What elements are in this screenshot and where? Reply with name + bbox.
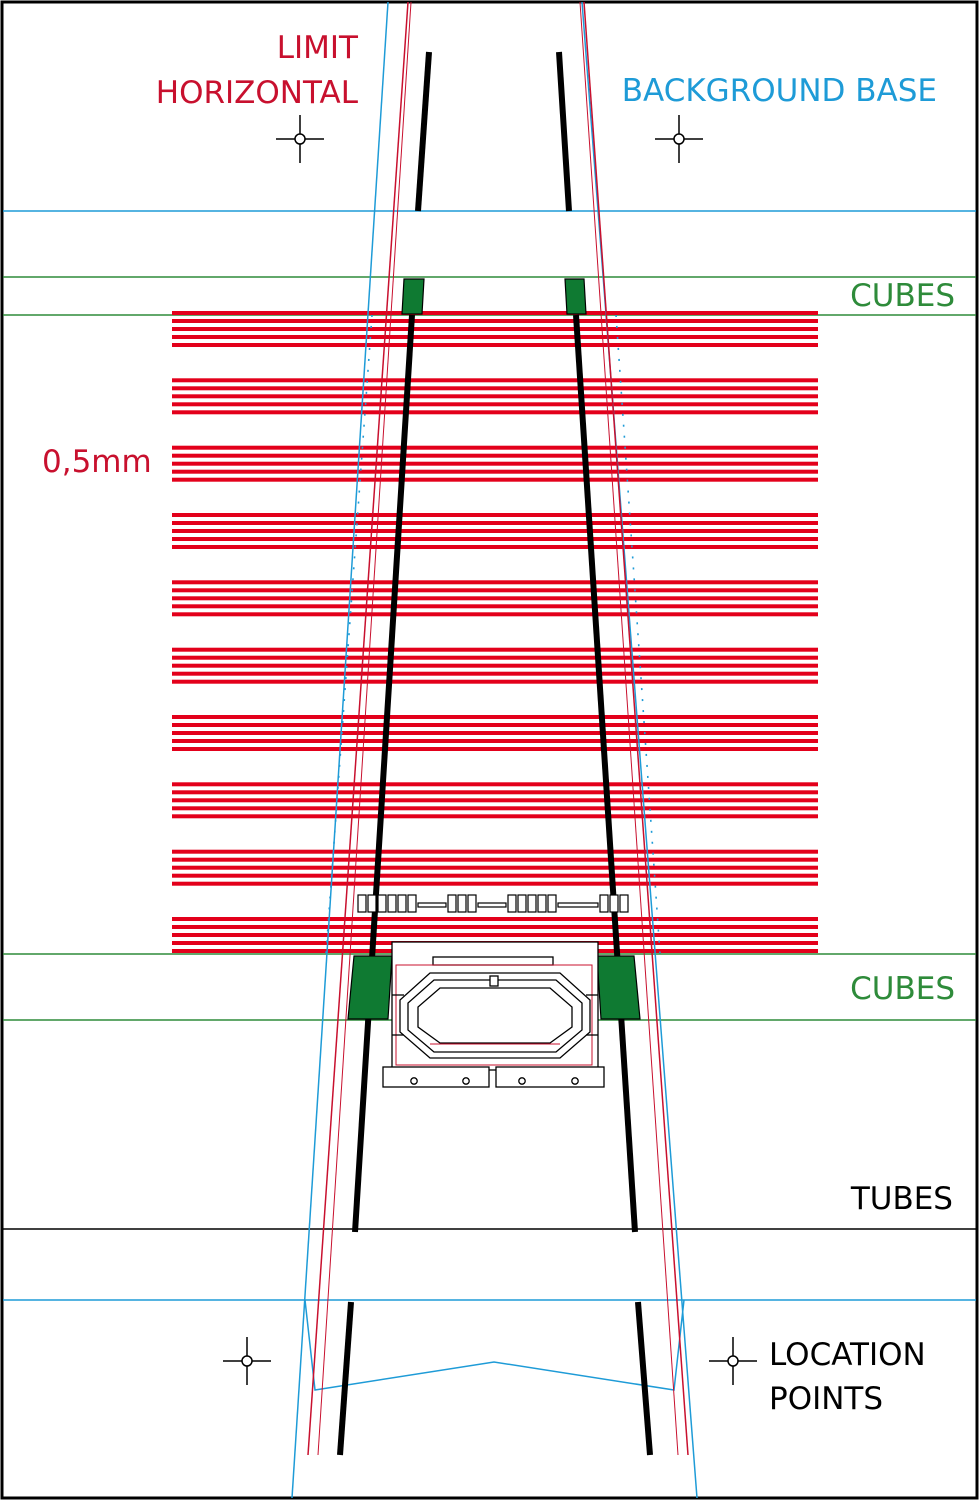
sleeper-stripe <box>172 663 818 668</box>
base-outline-left <box>291 1 389 1499</box>
bogie-assembly <box>382 941 605 1088</box>
sleeper-stripe <box>172 655 818 660</box>
sleeper-stripe <box>172 782 818 787</box>
sleeper-stripe <box>172 410 818 415</box>
label-cubes-bottom: CUBES <box>850 971 955 1007</box>
base-dotted-left <box>325 314 373 955</box>
sleeper-stripe <box>172 925 818 929</box>
label-dimension: 0,5mm <box>42 444 152 480</box>
sleeper-stripe <box>172 865 818 870</box>
label-cubes-top: CUBES <box>850 278 955 314</box>
cube-top-left <box>401 278 425 315</box>
sleeper-stripe <box>172 596 818 601</box>
rail-right-lower <box>635 1301 653 1456</box>
rail-left-lower <box>337 1301 354 1456</box>
location-crosshair-icon <box>276 115 324 163</box>
coupler-strip <box>357 894 629 913</box>
sleeper-stripe <box>172 327 818 331</box>
limit-line-left-inner <box>317 1 412 1456</box>
sleeper-stripe <box>172 671 818 676</box>
sleeper-stripe <box>172 386 818 391</box>
sleeper-stripe <box>172 394 818 399</box>
location-crosshair-icon <box>655 115 703 163</box>
label-limit-line2: HORIZONTAL <box>156 75 359 111</box>
sleeper-stripe <box>172 873 818 878</box>
location-marks <box>223 115 757 1385</box>
sleeper-stripe <box>172 378 818 383</box>
sleeper-stripe <box>172 588 818 593</box>
sleeper-stripe <box>172 814 818 819</box>
sleeper-stripe <box>172 461 818 466</box>
sleeper-stripe <box>172 453 818 458</box>
sleeper-stripe <box>172 731 818 735</box>
rail-left-upper <box>415 51 432 212</box>
sleeper-stripe <box>172 647 818 652</box>
cube-bottom-right <box>596 955 641 1020</box>
base-dotted-right <box>615 314 661 955</box>
location-crosshair-icon <box>709 1337 757 1385</box>
limit-line-left-outer <box>307 1 409 1456</box>
label-limit-line1: LIMIT <box>277 30 359 66</box>
rail-left-main <box>352 314 415 1233</box>
sleeper-stripe <box>172 521 818 525</box>
rail-right-upper <box>556 51 572 212</box>
sleeper-stripe <box>172 445 818 450</box>
sleeper-stripe <box>172 798 818 803</box>
sleeper-stripe <box>172 580 818 585</box>
sleeper-stripe <box>172 402 818 407</box>
sleeper-stripe <box>172 529 818 533</box>
label-background-base: BACKGROUND BASE <box>622 73 937 109</box>
limit-line-right-inner <box>579 1 679 1456</box>
sleeper-stripe <box>172 513 818 517</box>
sleeper-stripe <box>172 933 818 937</box>
cube-bottom-left <box>347 955 393 1020</box>
limit-line-right-outer <box>583 1 689 1456</box>
sleeper-stripe <box>172 335 818 339</box>
sleeper-stripe <box>172 790 818 795</box>
label-tubes: TUBES <box>850 1181 953 1217</box>
sleeper-stripe <box>172 806 818 811</box>
sleeper-stripe <box>172 604 818 609</box>
sleeper-stripe <box>172 319 818 323</box>
sleeper-stripe <box>172 612 818 617</box>
sleeper-stripe <box>172 545 818 549</box>
sleeper-stripe <box>172 343 818 347</box>
label-location-line1: LOCATION <box>769 1337 926 1373</box>
sleeper-stripes <box>172 311 818 953</box>
sleeper-stripe <box>172 679 818 684</box>
sleeper-stripe <box>172 537 818 541</box>
sleeper-stripe <box>172 477 818 482</box>
sleeper-stripe <box>172 739 818 743</box>
sleeper-stripe <box>172 311 818 315</box>
sleeper-stripe <box>172 857 818 862</box>
sleeper-stripe <box>172 881 818 886</box>
label-location-line2: POINTS <box>769 1381 883 1417</box>
sleeper-stripe <box>172 917 818 921</box>
rail-right-main <box>573 314 638 1233</box>
cube-top-right <box>564 278 587 315</box>
sleeper-stripe <box>172 469 818 474</box>
base-bottom-notch <box>304 1299 685 1391</box>
sleeper-stripe <box>172 849 818 854</box>
location-crosshair-icon <box>223 1337 271 1385</box>
sleeper-stripe <box>172 715 818 719</box>
sleeper-stripe <box>172 723 818 727</box>
sleeper-stripe <box>172 747 818 751</box>
